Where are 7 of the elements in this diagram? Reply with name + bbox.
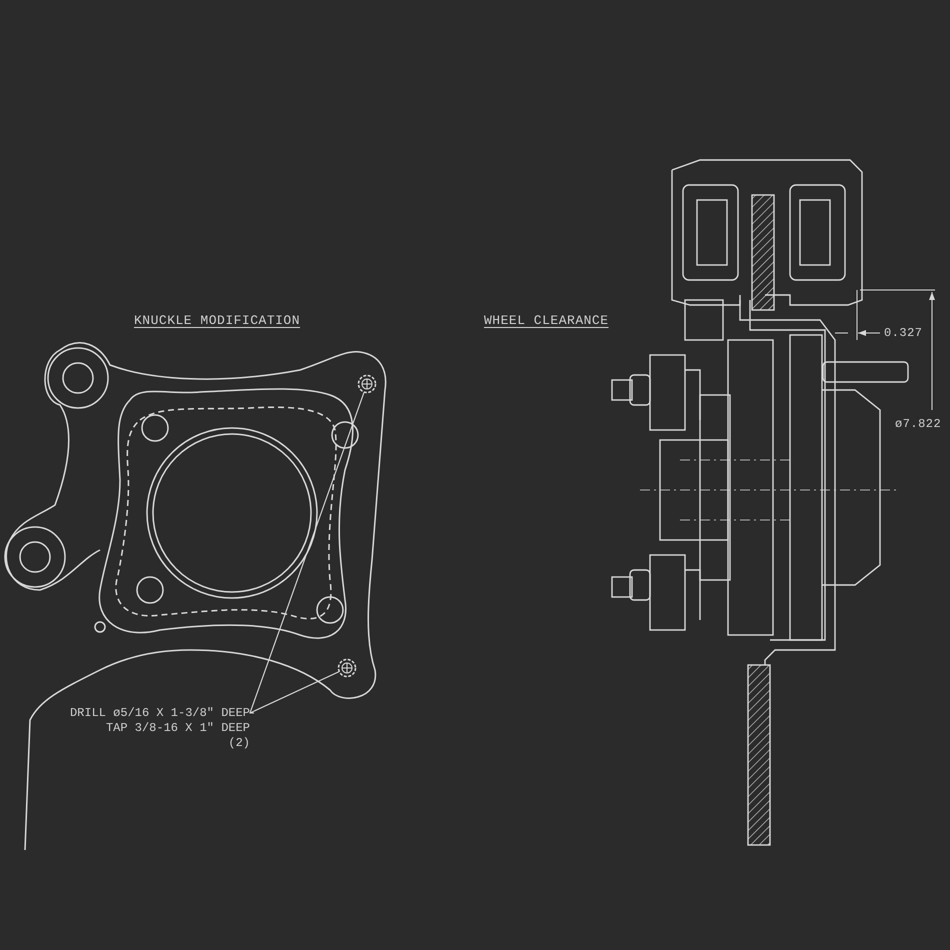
drill-tap-note: DRILL ø5/16 X 1-3/8" DEEP TAP 3/8-16 X 1" DEEP (2) xyxy=(20,706,250,751)
dimension-value: ø7.822 xyxy=(895,417,942,431)
view-title: KNUCKLE MODIFICATION xyxy=(134,313,300,328)
leader-line xyxy=(249,671,340,714)
view-title: WHEEL CLEARANCE xyxy=(484,313,609,328)
leader-line xyxy=(249,392,364,714)
dimension-value: 0.327 xyxy=(884,326,923,340)
